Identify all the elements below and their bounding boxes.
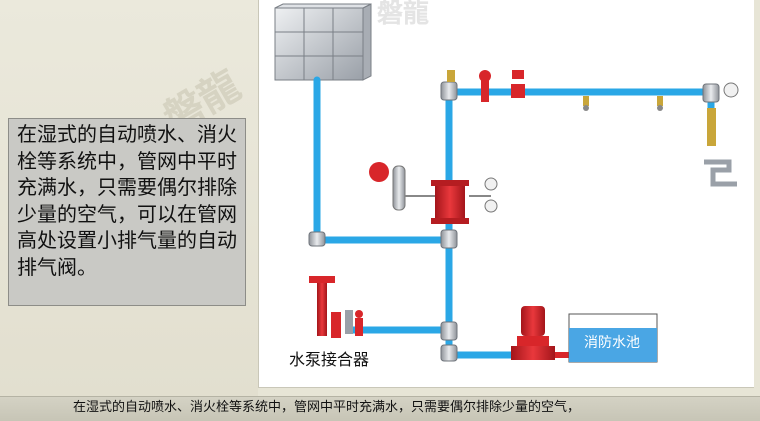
pump-adapter xyxy=(309,276,363,338)
diagram-svg: 磐龍 xyxy=(274,0,739,363)
top-line-devices xyxy=(447,70,663,111)
pipe-fittings xyxy=(308,81,720,362)
subtitle-bar: 在湿式的自动喷水、消火栓等系统中，管网中平时充满水，只需要偶尔排除少量的空气， xyxy=(0,396,760,421)
fire-pool xyxy=(568,313,658,363)
pump-adapter-label: 水泵接合器 xyxy=(289,350,370,369)
alarm-valve-group xyxy=(369,162,498,224)
fire-pump xyxy=(511,306,569,360)
watermark-diagram: 磐龍 xyxy=(377,0,429,29)
end-test-device xyxy=(704,82,739,187)
left-panel: 磐龍 在湿式的自动喷水、消火栓等系统中，管网中平时充满水，只需要偶尔排除少量的空… xyxy=(0,0,258,396)
right-strip xyxy=(754,0,760,396)
fire-pool-label: 消防水池 xyxy=(584,335,640,351)
roof-water-tank xyxy=(274,3,372,81)
description-callout: 在湿式的自动喷水、消火栓等系统中，管网中平时充满水，只需要偶尔排除少量的空气，可… xyxy=(8,118,246,306)
system-diagram: 磐龍 xyxy=(258,0,755,388)
